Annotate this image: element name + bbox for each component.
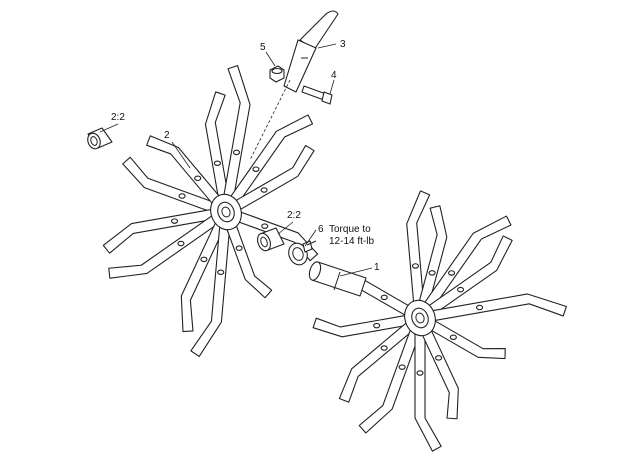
upper-tine-5: [122, 156, 219, 214]
upper-tine-bolt-12: [261, 223, 269, 229]
shaft-part-1: [308, 261, 367, 297]
upper-tine-bolt-8: [200, 256, 208, 263]
upper-tine-11: [146, 135, 224, 209]
lower-tine-bolt-2: [428, 270, 436, 276]
lower-tine-bolt-9: [398, 364, 406, 370]
upper-tine-2: [222, 65, 251, 204]
leader-5: [265, 51, 276, 67]
leader-4: [329, 79, 335, 95]
upper-tine-bolt-3: [252, 166, 260, 172]
lower-tine-1: [406, 190, 431, 310]
shaft-collar-part-6: [288, 240, 317, 266]
upper-tine-bolt-1: [213, 160, 221, 167]
lower-tine-7: [312, 314, 412, 338]
upper-tine-bolt-7: [177, 240, 185, 247]
lower-tine-12: [425, 318, 506, 360]
lower-tine-11: [419, 324, 459, 420]
lower-tine-bolt-8: [380, 345, 388, 351]
upper-tine-bolt-6: [170, 218, 179, 224]
leader-6: [304, 229, 317, 247]
upper-hub: [217, 201, 235, 223]
upper-tine-7: [108, 213, 222, 279]
callout-3: 3: [340, 39, 346, 50]
callout-1: 1: [374, 262, 380, 273]
lower-tine-bolt-4: [456, 286, 465, 293]
lower-tine-3: [421, 215, 512, 314]
upper-tine-bolt-2: [232, 149, 241, 156]
callout-5: 5: [260, 42, 266, 53]
lower-tine-bolt-12: [449, 334, 457, 340]
nut-part-5: [269, 65, 285, 83]
callout-2: 2: [164, 130, 170, 141]
callout-2-2-center: 2:2: [287, 210, 301, 221]
callout-2-2-left: 2:2: [111, 112, 125, 123]
upper-hub-bore: [221, 206, 231, 218]
tine-rotor-assembly-lower: [312, 190, 567, 452]
leader-2: [171, 141, 191, 169]
upper-tine-1: [204, 91, 230, 204]
lower-tine-2: [417, 205, 448, 311]
upper-tine-10: [224, 219, 273, 299]
lower-tine-bolt-7: [373, 322, 381, 329]
tine-part-3: [283, 10, 339, 93]
bolt-part-4: [301, 85, 333, 105]
torque-note-line-2: 12-14 ft-lb: [329, 236, 374, 247]
lower-tine-10: [414, 327, 442, 452]
upper-tine-bolt-10: [235, 245, 243, 251]
lower-tine-bolt-11: [435, 355, 443, 361]
lower-tine-bolt-10: [416, 370, 424, 376]
lower-tine-8: [338, 320, 417, 403]
upper-tine-3: [227, 114, 314, 208]
leader-2-2-center: [277, 221, 294, 235]
callout-4: 4: [331, 70, 337, 81]
lower-hub-bore: [415, 312, 425, 324]
lower-tine-5: [428, 293, 567, 322]
upper-tine-4: [231, 144, 315, 212]
bushing-part-2-2-left: [87, 127, 113, 150]
leader-2-2-left: [99, 123, 119, 133]
upper-tine-bolt-9: [217, 269, 225, 276]
tine-rotor-assembly-upper: [102, 65, 319, 357]
lower-tine-bolt-3: [447, 270, 456, 276]
callout-6: 6: [318, 224, 324, 235]
torque-note-line-1: Torque to: [329, 224, 371, 235]
leader-3: [317, 43, 337, 49]
lower-tine-bolt-5: [476, 304, 484, 311]
upper-tine-bolt-11: [194, 175, 202, 182]
upper-tine-9: [190, 220, 231, 357]
lower-hub: [411, 307, 429, 329]
lower-tine-bolt-1: [411, 263, 419, 269]
upper-tine-bolt-5: [178, 193, 186, 199]
leader-1: [339, 267, 373, 277]
lower-tine-bolt-6: [380, 294, 388, 301]
upper-tine-bolt-4: [260, 187, 268, 193]
upper-tine-6: [102, 208, 218, 254]
lower-tine-4: [424, 235, 513, 317]
